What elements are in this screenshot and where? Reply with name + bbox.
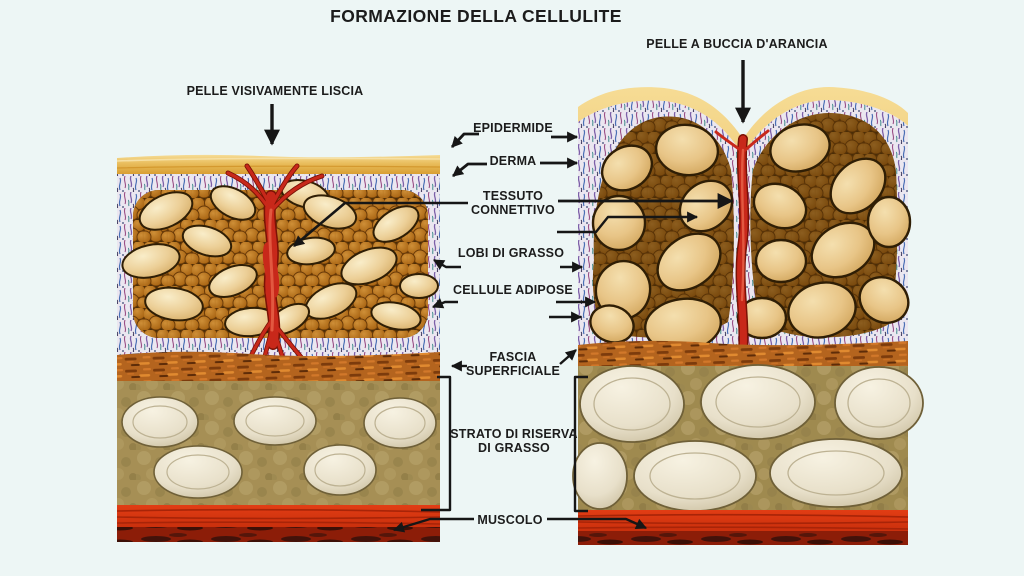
epidermide-arrow-left: [450, 132, 479, 148]
muscolo-arrow-right: [547, 517, 648, 530]
caption-orange-peel-skin: PELLE A BUCCIA D'ARANCIA: [646, 37, 828, 51]
page-title: FORMAZIONE DELLA CELLULITE: [330, 6, 622, 26]
label-epidermide: EPIDERMIDE: [473, 121, 553, 135]
right-reserve-fat-layer: [572, 364, 924, 512]
annotation-arrows: [264, 60, 751, 533]
left-epidermis-layer: [116, 154, 441, 174]
tessuto-connettivo-arrow-left: [293, 201, 468, 247]
label-fascia-superficiale: FASCIA SUPERFICIALE: [465, 350, 561, 378]
right-muscle-layer: [577, 510, 909, 545]
strato-bracket-left: [421, 375, 452, 512]
label-strato-di-riserva: STRATO DI RISERVA DI GRASSO: [450, 427, 578, 455]
left-reserve-fat-layer: [117, 381, 440, 506]
left-fascia-layer: [117, 351, 440, 386]
strato-bracket-right: [573, 375, 588, 513]
left-muscle-layer: [116, 505, 441, 542]
right-panel-illustration: [572, 87, 924, 545]
derma-arrow-left: [452, 162, 487, 178]
label-muscolo: MUSCOLO: [477, 513, 543, 527]
right-reserve-fat-blobs: [572, 364, 924, 512]
right-fascia-layer: [578, 340, 908, 367]
muscolo-arrow-left: [392, 517, 474, 533]
label-tessuto-connettivo: TESSUTO CONNETTIVO: [471, 189, 555, 217]
label-cellule-adipose: CELLULE ADIPOSE: [453, 283, 573, 297]
left-panel-illustration: [116, 154, 441, 542]
cellule-adipose-arrow-left: [431, 298, 458, 309]
label-derma: DERMA: [489, 154, 537, 168]
lobi-di-grasso-arrow-left: [433, 258, 461, 270]
caption-smooth-skin: PELLE VISIVAMENTE LISCIA: [186, 84, 364, 98]
label-lobi-di-grasso: LOBI DI GRASSO: [457, 246, 565, 260]
fascia-arrow-right: [559, 349, 577, 365]
tessuto-connettivo-arrow-right-2: [557, 211, 699, 234]
left-reserve-fat-blobs: [121, 396, 437, 499]
